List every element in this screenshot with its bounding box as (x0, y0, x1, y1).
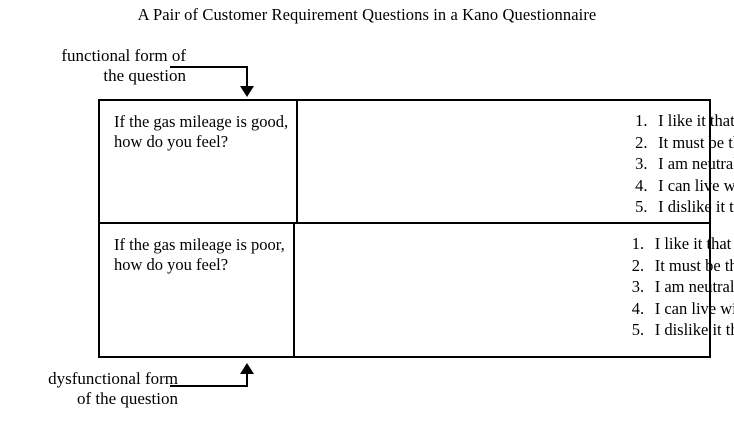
leader-line-functional-horizontal (170, 66, 248, 68)
annotation-functional-line-2: the question (103, 66, 186, 85)
leader-line-functional-vertical (246, 66, 248, 88)
annotation-functional-line-1: functional form of (61, 46, 186, 65)
question-cell-functional: If the gas mileage is good, how do you f… (100, 101, 299, 222)
annotation-dysfunctional-line-2: of the question (76, 389, 178, 408)
answer-number: 3. (631, 277, 645, 296)
answer-text: I dislike it that way. (654, 320, 734, 339)
figure-title: A Pair of Customer Requirement Questions… (137, 5, 597, 24)
list-item: 3. I am neutral. (632, 276, 734, 298)
answer-number: 2. (635, 132, 648, 152)
list-item: 1. I like it that way. (635, 110, 734, 132)
answer-number: 4. (631, 298, 645, 318)
answers-cell-functional: 1. I like it that way. 2. It must be that … (298, 101, 734, 222)
list-item: 4. I can live with it that way. (635, 175, 734, 197)
answer-text: I dislike it that way. (658, 197, 734, 216)
answer-text: It must be that way. (658, 132, 734, 152)
answers-cell-dysfunctional: 1. I like it that way. 2. It must be that … (295, 224, 734, 356)
list-item: 5. I dislike it that way. (632, 319, 734, 341)
answer-text: I am neutral. (658, 154, 734, 173)
list-item: 3. I am neutral. (635, 153, 734, 175)
question-line-2: how do you feel? (114, 132, 229, 151)
leader-line-dysfunctional-horizontal (170, 385, 248, 387)
arrow-up-icon (240, 363, 254, 374)
list-item: 1. I like it that way. (632, 233, 734, 255)
answer-number: 5. (635, 197, 648, 216)
answer-text: It must be that way. (654, 255, 734, 275)
table-row: If the gas mileage is poor, how do you f… (100, 224, 734, 356)
table-row: If the gas mileage is good, how do you f… (100, 101, 734, 224)
arrow-down-icon (240, 86, 254, 97)
annotation-dysfunctional-form: dysfunctional form of the question (2, 369, 178, 409)
answer-text: I like it that way. (654, 234, 734, 253)
answer-number: 2. (631, 255, 645, 275)
list-item: 2. It must be that way. (632, 255, 734, 277)
annotation-dysfunctional-line-1: dysfunctional form (48, 369, 178, 388)
answer-text: I like it that way. (658, 111, 734, 130)
answer-number: 3. (635, 154, 648, 173)
list-item: 4. I can live with it that way. (632, 298, 734, 320)
leader-line-dysfunctional-vertical (246, 374, 248, 387)
answer-number: 1. (635, 111, 648, 130)
answer-text: I can live with it that way. (654, 298, 734, 318)
list-item: 5. I dislike it that way. (635, 196, 734, 218)
answer-list: 1. I like it that way. 2. It must be that … (298, 110, 734, 218)
answer-number: 1. (631, 234, 645, 253)
question-line-2: how do you feel? (114, 255, 229, 274)
question-line-1: If the gas mileage is good, (114, 112, 289, 131)
answer-number: 5. (631, 320, 645, 339)
question-line-1: If the gas mileage is poor, (114, 235, 285, 254)
annotation-functional-form: functional form of the question (6, 46, 186, 86)
question-cell-dysfunctional: If the gas mileage is poor, how do you f… (100, 224, 295, 356)
list-item: 2. It must be that way. (635, 132, 734, 154)
answer-text: I am neutral. (654, 277, 734, 296)
answer-list: 1. I like it that way. 2. It must be that … (295, 233, 734, 341)
questionnaire-table: If the gas mileage is good, how do you f… (98, 99, 734, 358)
answer-number: 4. (635, 175, 648, 195)
answer-text: I can live with it that way. (658, 175, 734, 195)
